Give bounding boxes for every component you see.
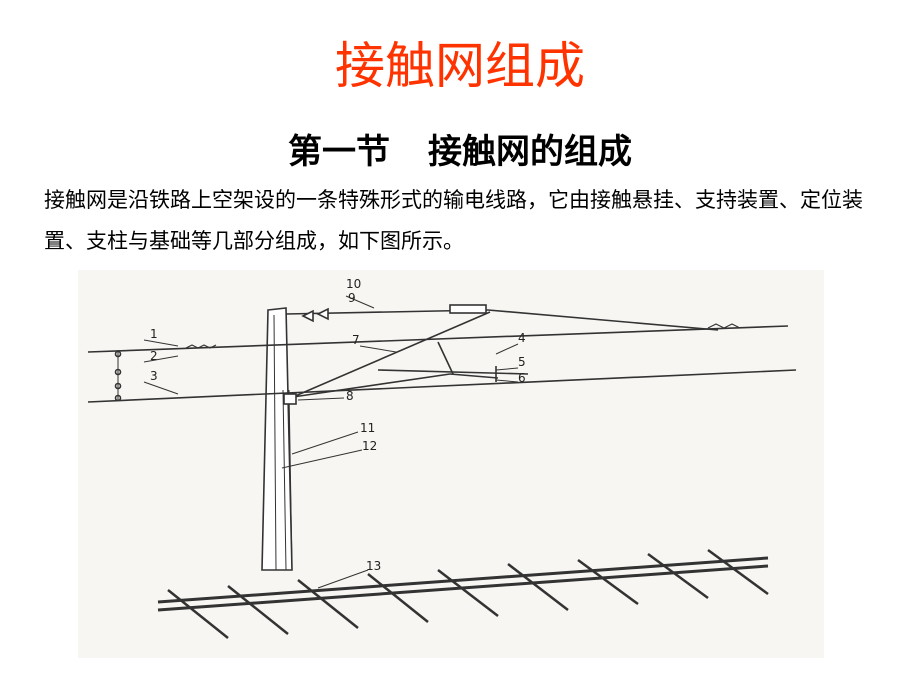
- label-10: 10: [346, 277, 361, 291]
- slide-title: 接触网组成: [335, 37, 585, 95]
- registration-arm: [449, 373, 499, 379]
- label-11: 11: [360, 421, 375, 435]
- label-3: 3: [150, 369, 158, 383]
- label-1: 1: [150, 327, 158, 341]
- label-5: 5: [518, 355, 526, 369]
- catenary-diagram: 10 9 1 2 3 7 4 5 6 8 11 12 13: [78, 270, 824, 658]
- contact-wire: [87, 369, 797, 403]
- section-title: 接触网的组成: [428, 132, 632, 172]
- section-heading: 第一节接触网的组成: [0, 128, 920, 176]
- label-7: 7: [352, 333, 360, 347]
- section-number: 第一节: [288, 132, 390, 172]
- catenary-diagram-svg: 10 9 1 2 3 7 4 5 6 8 11 12 13: [87, 277, 797, 639]
- label-9: 9: [348, 291, 356, 305]
- label-13: 13: [366, 559, 381, 573]
- body-paragraph: 接触网是沿铁路上空架设的一条特殊形式的输电线路，它由接触悬挂、支持装置、定位装置…: [44, 188, 863, 253]
- label-4: 4: [518, 331, 526, 345]
- messenger-wire: [87, 325, 789, 353]
- cantilever: [285, 311, 491, 401]
- label-8: 8: [346, 389, 354, 403]
- label-12: 12: [362, 439, 377, 453]
- track-rail: [157, 556, 769, 604]
- label-2: 2: [150, 349, 158, 363]
- label-6: 6: [518, 371, 526, 385]
- mast: [261, 307, 293, 571]
